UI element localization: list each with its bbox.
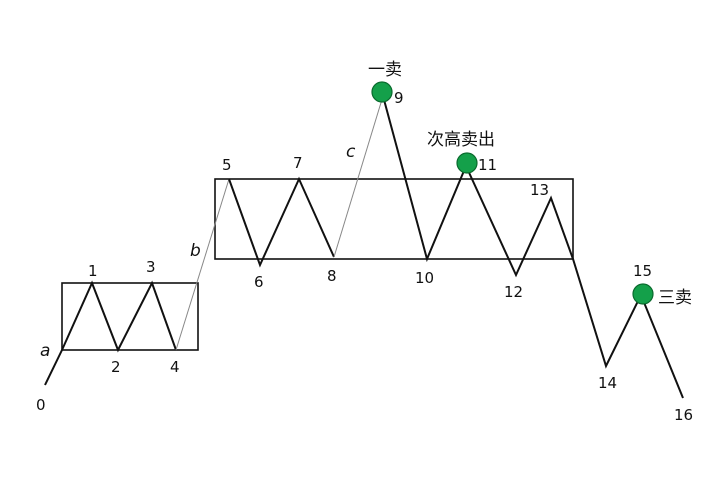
- point-label-2: 2: [111, 358, 121, 376]
- point-label-14: 14: [598, 374, 617, 392]
- point-label-15: 15: [633, 262, 652, 280]
- point-label-9: 9: [394, 89, 404, 107]
- point-label-6: 6: [254, 273, 264, 291]
- point-label-1: 1: [88, 262, 98, 280]
- price-path-start: [44, 280, 177, 386]
- segment-label-b: b: [190, 241, 201, 261]
- annotation-second-high-sell: 次高卖出: [427, 130, 495, 150]
- marker-point-15: [632, 283, 654, 305]
- point-label-4: 4: [170, 358, 180, 376]
- point-label-12: 12: [504, 283, 523, 301]
- point-label-8: 8: [327, 267, 337, 285]
- point-label-0: 0: [36, 396, 46, 414]
- segment-label-a: a: [40, 341, 50, 361]
- segment-label-c: c: [346, 142, 356, 162]
- point-label-11: 11: [478, 156, 497, 174]
- marker-point-9: [371, 81, 393, 103]
- hub-box-lower: [61, 282, 199, 351]
- marker-point-11: [456, 152, 478, 174]
- point-label-13: 13: [530, 181, 549, 199]
- segment-c-line: [333, 95, 384, 258]
- point-label-3: 3: [146, 258, 156, 276]
- point-label-10: 10: [415, 269, 434, 287]
- segment-b-line: [175, 178, 230, 351]
- point-label-5: 5: [222, 156, 232, 174]
- point-label-16: 16: [674, 406, 693, 424]
- hub-box-upper: [214, 178, 574, 260]
- price-path-end: [382, 95, 684, 399]
- annotation-first-sell: 一卖: [368, 60, 402, 80]
- annotation-third-sell: 三卖: [658, 288, 692, 308]
- price-path-upper-hub: [228, 176, 335, 268]
- point-label-7: 7: [293, 154, 303, 172]
